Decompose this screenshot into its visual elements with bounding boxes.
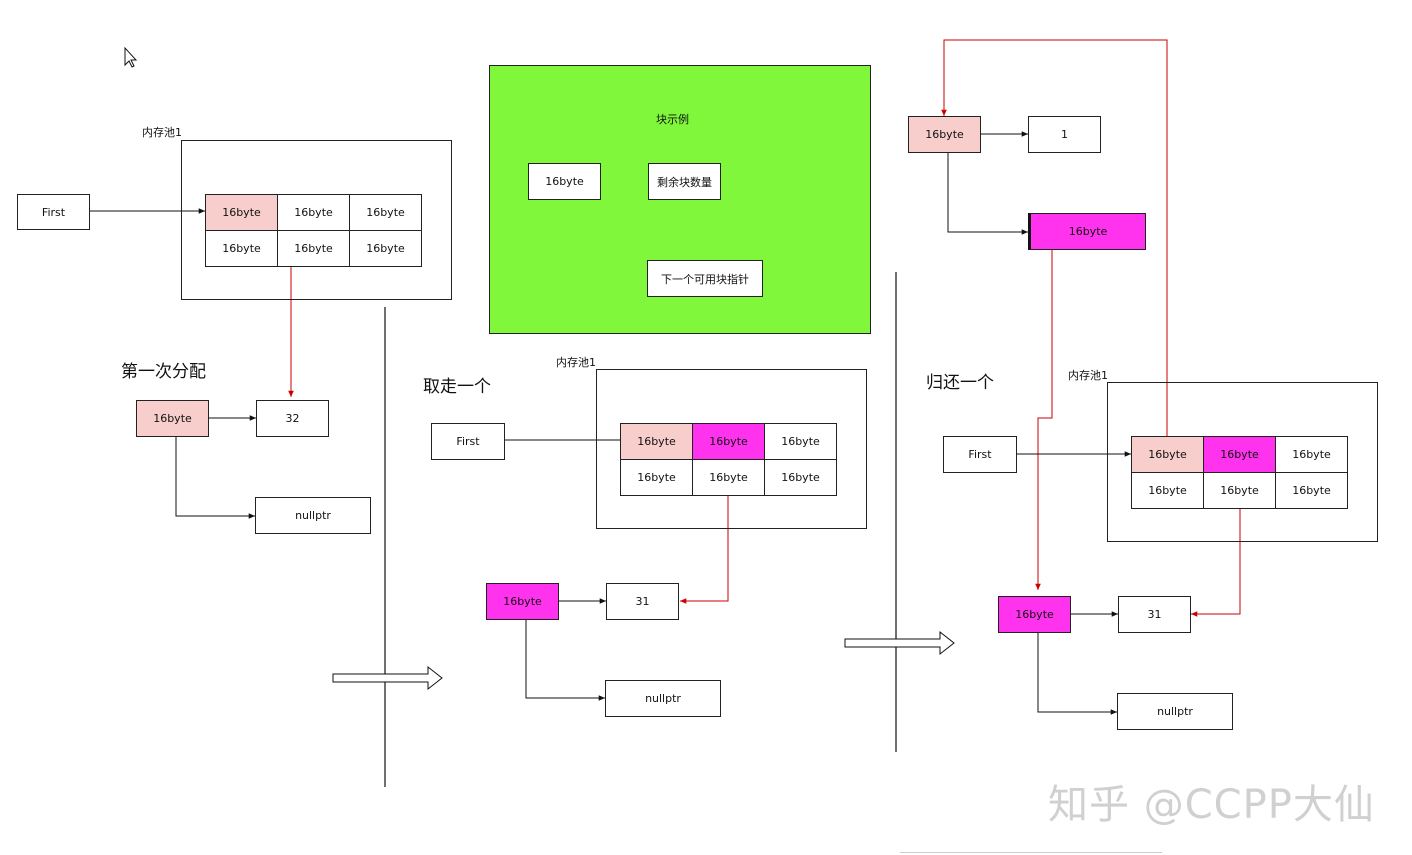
- first-pointer-p2: First: [431, 423, 505, 460]
- pool-cell-p2-2: 16byte: [764, 423, 837, 460]
- pool-cell-p3-2: 16byte: [1275, 436, 1348, 473]
- pool-cell-p3-4: 16byte: [1203, 472, 1276, 509]
- arrow-cell-to-count-p3: [1191, 472, 1241, 617]
- count-p3: 31: [1118, 596, 1191, 633]
- pool-cell-p2-1: 16byte: [692, 423, 765, 460]
- count-p2: 31: [606, 583, 679, 620]
- example-next-pointer: 下一个可用块指针: [647, 260, 763, 297]
- arrow-next-to-block-p3: [1035, 250, 1053, 590]
- pool-cell-p3-1: 16byte: [1203, 436, 1276, 473]
- block-p2: 16byte: [486, 583, 559, 620]
- top-block-p3: 16byte: [908, 116, 981, 153]
- memory-pool-frame-p2: [596, 369, 867, 529]
- pool-cell-p1-1: 16byte: [277, 194, 350, 231]
- arrow-block-to-next-p3: [1037, 632, 1117, 715]
- memory-pool-frame-p1: [181, 140, 452, 300]
- pool-cell-p3-5: 16byte: [1275, 472, 1348, 509]
- count-p1: 32: [256, 400, 329, 437]
- pool-label-p3: 内存池1: [1068, 369, 1108, 382]
- next-p1: nullptr: [255, 497, 371, 534]
- example-remaining: 剩余块数量: [648, 163, 721, 200]
- transition-arrow-2: [844, 630, 955, 656]
- arrow-block-to-next-p2: [525, 619, 605, 701]
- top-next-p3: 16byte: [1028, 213, 1146, 250]
- example-block: 16byte: [528, 163, 601, 200]
- pool-cell-p1-3: 16byte: [205, 230, 278, 267]
- pool-label-p2: 内存池1: [556, 356, 596, 369]
- arrow-cell-to-count-p2: [680, 458, 729, 604]
- block-p1: 16byte: [136, 400, 209, 437]
- pool-cell-p2-4: 16byte: [692, 459, 765, 496]
- pool-cell-p1-0: 16byte: [205, 194, 278, 231]
- first-pointer-p3: First: [943, 436, 1017, 473]
- pool-cell-p1-4: 16byte: [277, 230, 350, 267]
- watermark: 知乎 @CCPP大仙: [1048, 782, 1375, 828]
- transition-arrow-1: [332, 665, 443, 691]
- top-count-p3: 1: [1028, 116, 1101, 153]
- pool-cell-p2-5: 16byte: [764, 459, 837, 496]
- cursor-icon: [124, 46, 138, 68]
- pool-label-p1: 内存池1: [142, 126, 182, 139]
- arrow-return-loop-p3: [941, 39, 1168, 436]
- pool-cell-p1-5: 16byte: [349, 230, 422, 267]
- block-p3: 16byte: [998, 596, 1071, 633]
- heading-first-allocation: 第一次分配: [121, 362, 206, 382]
- example-title: 块示例: [656, 113, 689, 126]
- heading-return-one: 归还一个: [926, 373, 994, 393]
- pool-cell-p2-0: 16byte: [620, 423, 693, 460]
- memory-pool-frame-p3: [1107, 382, 1378, 542]
- heading-take-one: 取走一个: [423, 377, 491, 397]
- pool-cell-p2-3: 16byte: [620, 459, 693, 496]
- first-pointer-p1: First: [17, 194, 90, 230]
- bottom-rule: [900, 852, 1162, 853]
- pool-cell-p1-2: 16byte: [349, 194, 422, 231]
- pool-cell-p3-0: 16byte: [1131, 436, 1204, 473]
- pool-cell-p3-3: 16byte: [1131, 472, 1204, 509]
- arrow-block-to-next-p1: [175, 436, 255, 519]
- next-p3: nullptr: [1117, 693, 1233, 730]
- arrow-top-block-to-next-p3: [947, 152, 1028, 235]
- next-p2: nullptr: [605, 680, 721, 717]
